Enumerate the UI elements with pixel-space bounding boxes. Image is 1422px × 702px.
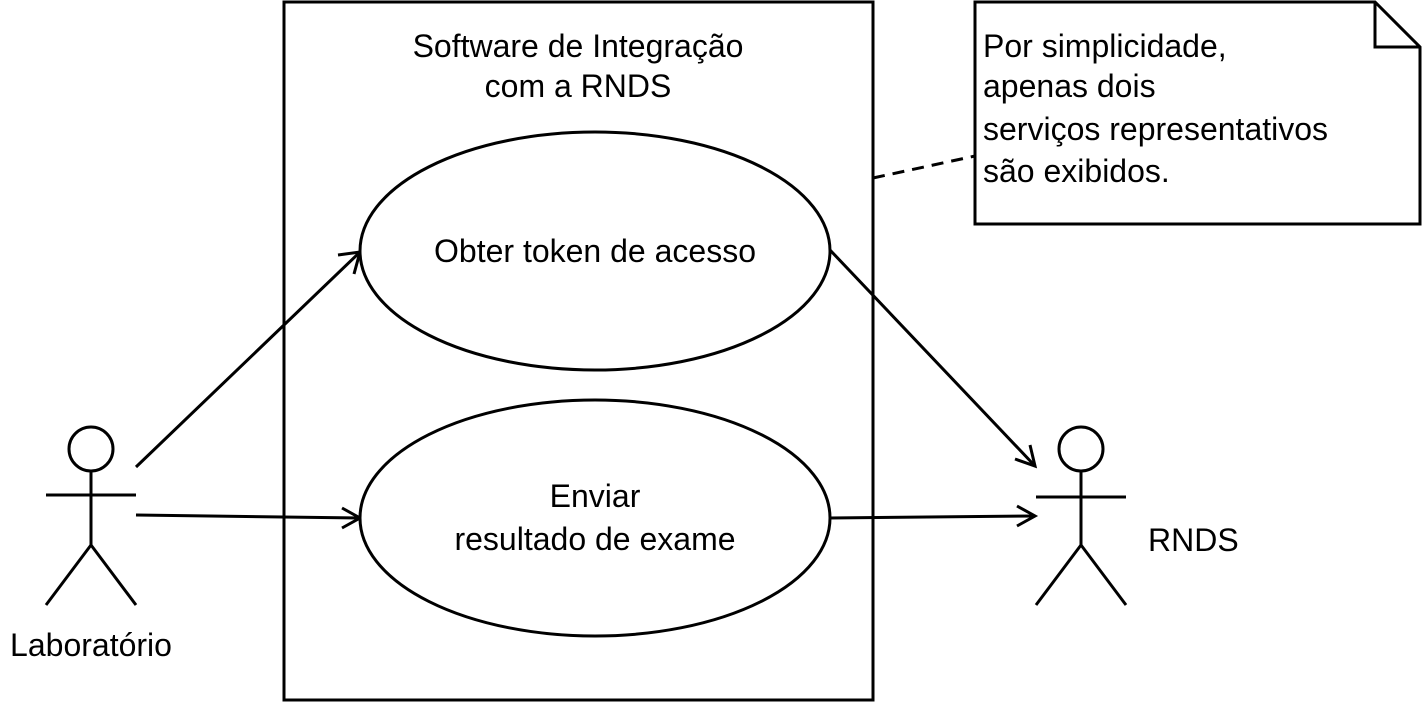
actor-laboratorio-label: Laboratório	[10, 627, 172, 663]
note: Por simplicidade, apenas dois serviços r…	[973, 0, 1422, 226]
use-case-enviar-resultado-ellipse	[358, 398, 832, 638]
use-case-enviar-resultado: Enviar resultado de exame	[358, 398, 832, 638]
note-line3: serviços representativos	[983, 111, 1328, 147]
association-obter-token-to-rnds	[828, 248, 1038, 469]
use-case-obter-token-label: Obter token de acesso	[434, 233, 756, 269]
actor-laboratorio-left-leg	[44, 544, 93, 606]
use-case-enviar-resultado-label-line1: Enviar	[550, 478, 641, 514]
actor-laboratorio-head	[67, 425, 115, 473]
note-line1: Por simplicidade,	[983, 28, 1227, 64]
actor-rnds-label: RNDS	[1148, 522, 1239, 558]
use-case-obter-token-ellipse	[358, 130, 832, 372]
note-folded-corner	[1373, 2, 1420, 49]
note-connector	[872, 154, 976, 180]
note-shape	[973, 0, 1422, 226]
use-case-obter-token: Obter token de acesso	[358, 130, 832, 372]
system-boundary	[282, 0, 875, 702]
actor-rnds-head	[1057, 425, 1105, 473]
actor-laboratorio: Laboratório	[10, 425, 172, 663]
actor-rnds-left-leg	[1034, 544, 1083, 606]
use-case-enviar-resultado-label-line2: resultado de exame	[454, 521, 735, 557]
actor-laboratorio-right-leg	[89, 544, 138, 606]
actor-rnds-right-leg	[1079, 544, 1128, 606]
association-lab-to-obter-token	[134, 250, 363, 469]
association-enviar-resultado-to-rnds	[829, 504, 1039, 528]
system-title-line1: Software de Integração	[413, 28, 744, 64]
actor-rnds: RNDS	[1034, 425, 1239, 606]
note-line4: são exibidos.	[983, 153, 1170, 189]
association-lab-to-enviar-resultado	[135, 506, 364, 530]
system-title-line2: com a RNDS	[485, 68, 672, 104]
note-line2: apenas dois	[983, 68, 1156, 104]
